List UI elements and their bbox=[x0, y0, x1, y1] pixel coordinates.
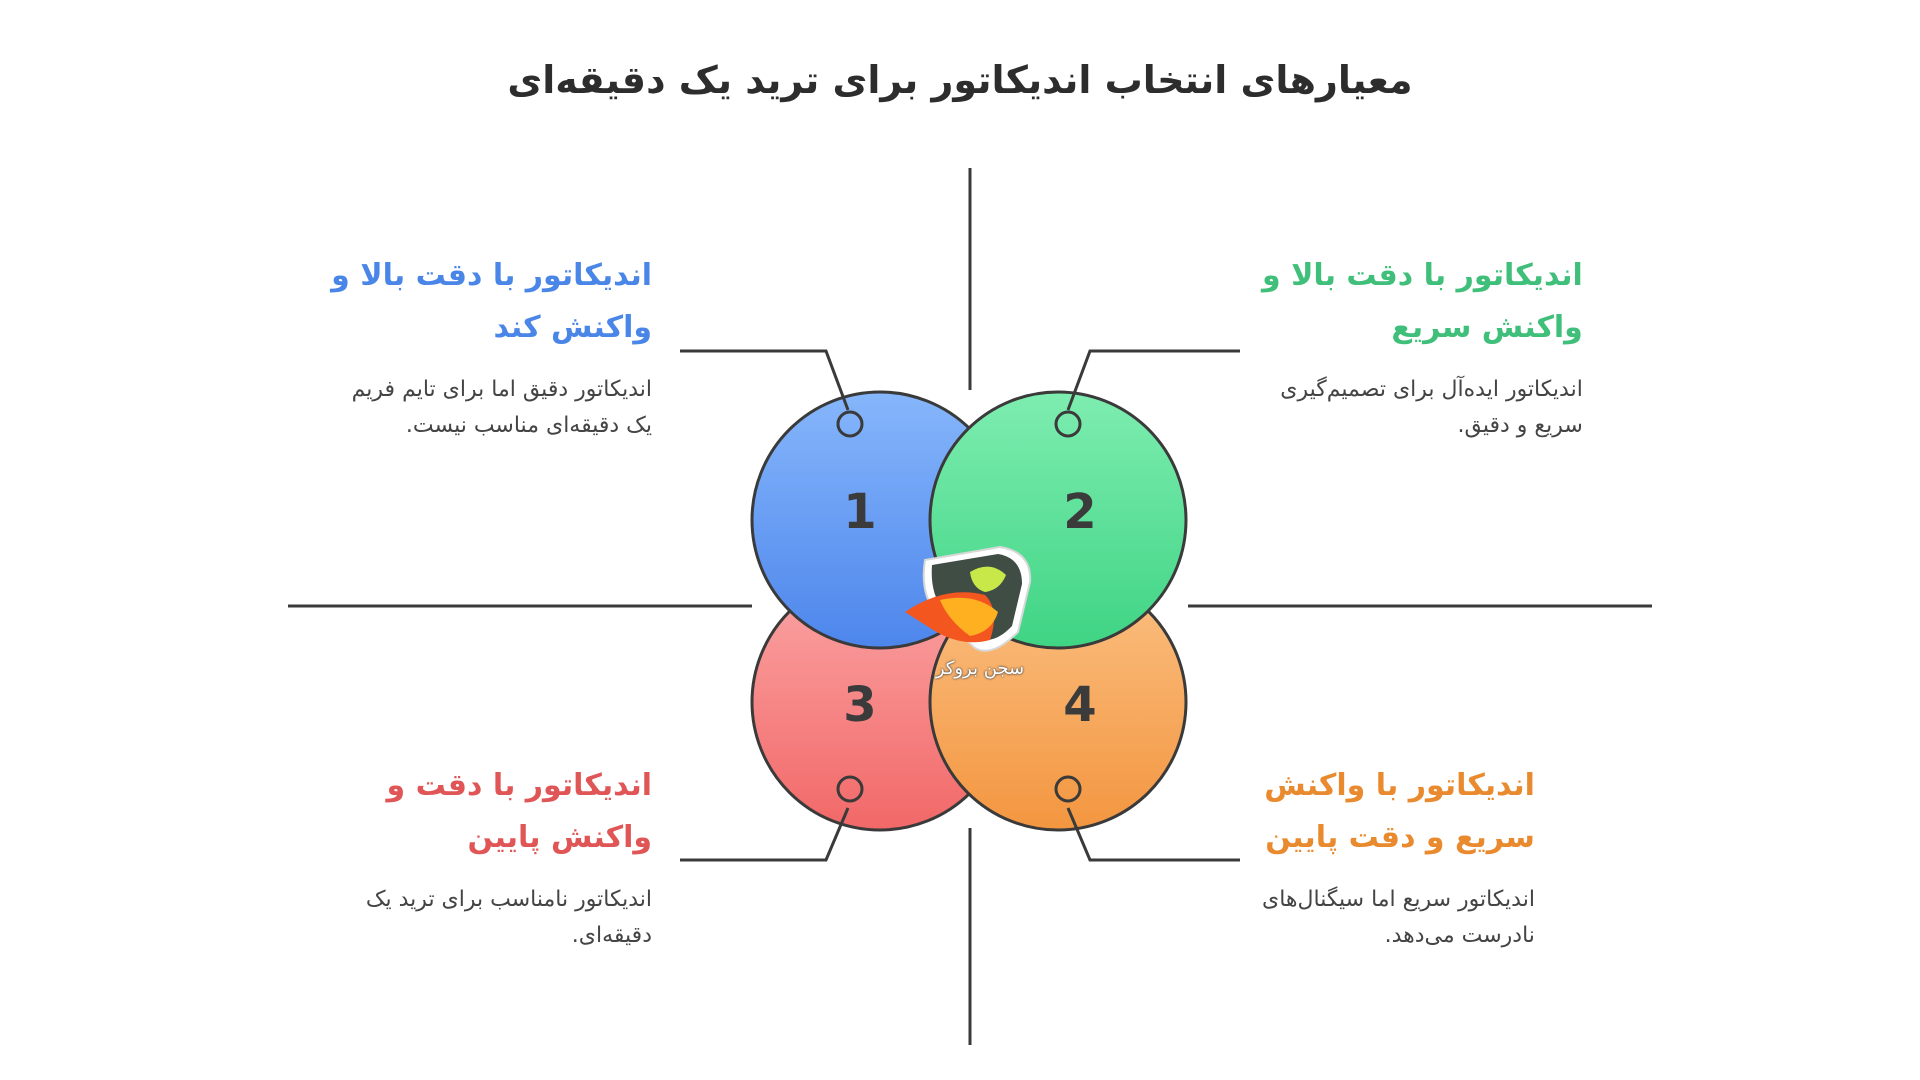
criterion-4-heading-line1: اندیکاتور با واکنش bbox=[1264, 768, 1535, 803]
criterion-1-description: اندیکاتور دقیق اما برای تایم فریم یک دقی… bbox=[312, 372, 652, 444]
criterion-4-heading: اندیکاتور با واکنش سریع و دقت پایین bbox=[1262, 760, 1535, 864]
criterion-1-desc-line2: یک دقیقه‌ای مناسب نیست. bbox=[405, 413, 652, 438]
connector-dot-1 bbox=[836, 410, 864, 438]
criterion-2-description: اندیکاتور ایده‌آل برای تصمیم‌گیری سریع و… bbox=[1262, 372, 1583, 444]
connector-3 bbox=[680, 807, 850, 862]
number-3: 3 bbox=[843, 677, 877, 733]
criterion-3-heading-line1: اندیکاتور با دقت و bbox=[386, 768, 652, 803]
criterion-3-desc-line2: دقیقه‌ای. bbox=[571, 923, 652, 948]
connector-4 bbox=[1066, 807, 1240, 862]
criterion-2-desc-line1: اندیکاتور ایده‌آل برای تصمیم‌گیری bbox=[1280, 377, 1583, 402]
logo-icon bbox=[905, 545, 1032, 652]
number-4: 4 bbox=[1063, 677, 1097, 733]
criterion-1: اندیکاتور با دقت بالا و واکنش کند اندیکا… bbox=[312, 250, 652, 444]
connector-1 bbox=[680, 349, 850, 411]
criterion-4-desc-line1: اندیکاتور سریع اما سیگنال‌های bbox=[1262, 887, 1535, 912]
criterion-2: اندیکاتور با دقت بالا و واکنش سریع اندیک… bbox=[1262, 250, 1602, 444]
criterion-4-desc-line2: نادرست می‌دهد. bbox=[1384, 923, 1535, 948]
criterion-2-heading-line2: واکنش سریع bbox=[1391, 310, 1583, 345]
number-1: 1 bbox=[843, 484, 877, 540]
criterion-4-heading-line2: سریع و دقت پایین bbox=[1265, 820, 1535, 855]
logo-text: سجن بروکر bbox=[935, 658, 1025, 679]
connector-dot-3 bbox=[836, 775, 864, 803]
criterion-1-desc-line1: اندیکاتور دقیق اما برای تایم فریم bbox=[351, 377, 652, 402]
criterion-3-heading-line2: واکنش پایین bbox=[467, 820, 652, 855]
connector-2 bbox=[1066, 349, 1240, 411]
criterion-2-heading-line1: اندیکاتور با دقت بالا و bbox=[1262, 258, 1583, 293]
connector-dot-4 bbox=[1054, 775, 1082, 803]
criterion-2-heading: اندیکاتور با دقت بالا و واکنش سریع bbox=[1262, 250, 1583, 354]
criterion-1-heading-line2: واکنش کند bbox=[493, 310, 653, 345]
criterion-1-heading: اندیکاتور با دقت بالا و واکنش کند bbox=[312, 250, 652, 354]
criterion-4-description: اندیکاتور سریع اما سیگنال‌های نادرست می‌… bbox=[1262, 882, 1535, 954]
criterion-2-desc-line2: سریع و دقیق. bbox=[1457, 413, 1583, 438]
connector-dot-2 bbox=[1054, 410, 1082, 438]
criterion-4: اندیکاتور با واکنش سریع و دقت پایین اندی… bbox=[1262, 760, 1602, 954]
criterion-3: اندیکاتور با دقت و واکنش پایین اندیکاتور… bbox=[312, 760, 652, 954]
criterion-1-heading-line1: اندیکاتور با دقت بالا و bbox=[331, 258, 652, 293]
criterion-3-desc-line1: اندیکاتور نامناسب برای ترید یک bbox=[365, 887, 652, 912]
page-title: معیارهای انتخاب اندیکاتور برای ترید یک د… bbox=[507, 58, 1413, 102]
criterion-3-heading: اندیکاتور با دقت و واکنش پایین bbox=[312, 760, 652, 864]
number-2: 2 bbox=[1063, 484, 1097, 540]
criterion-3-description: اندیکاتور نامناسب برای ترید یک دقیقه‌ای. bbox=[312, 882, 652, 954]
